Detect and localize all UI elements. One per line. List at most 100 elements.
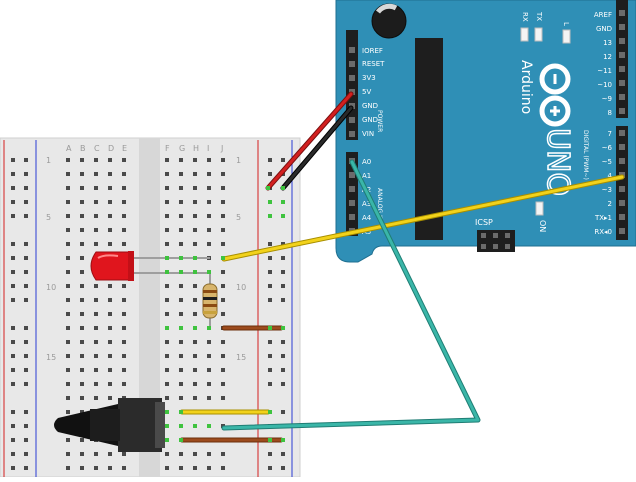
breadboard-hole xyxy=(193,466,197,470)
digital-header-bottom xyxy=(616,126,628,240)
breadboard-hole xyxy=(179,466,183,470)
breadboard-hole xyxy=(207,158,211,162)
breadboard-hole xyxy=(94,312,98,316)
breadboard-hole xyxy=(122,298,126,302)
rail-hole xyxy=(281,466,285,470)
rail-hole xyxy=(24,242,28,246)
breadboard-hole xyxy=(66,158,70,162)
breadboard-hole xyxy=(80,368,84,372)
potentiometer-body xyxy=(118,398,162,452)
arduino-brand: Arduino xyxy=(518,60,534,114)
breadboard-hole xyxy=(66,326,70,330)
breadboard-hole xyxy=(80,354,84,358)
on-led xyxy=(535,201,544,216)
wires xyxy=(179,91,625,443)
breadboard-hole xyxy=(193,312,197,316)
rail-hole xyxy=(24,172,28,176)
connected-hole xyxy=(281,200,285,204)
breadboard-hole xyxy=(108,242,112,246)
rail-hole xyxy=(268,340,272,344)
digital-pin-label: 8 xyxy=(608,109,612,117)
digital-pin-label: 12 xyxy=(603,53,612,61)
uno-model: UNO xyxy=(540,128,575,196)
breadboard-hole xyxy=(165,396,169,400)
rail-hole xyxy=(268,270,272,274)
breadboard-hole xyxy=(66,200,70,204)
rail-hole xyxy=(281,452,285,456)
header-pin xyxy=(349,200,355,206)
breadboard-hole xyxy=(193,340,197,344)
column-letter: A xyxy=(66,144,72,153)
breadboard-hole xyxy=(207,200,211,204)
potentiometer-side xyxy=(155,402,165,448)
breadboard-hole xyxy=(165,354,169,358)
rail-hole xyxy=(24,354,28,358)
row-number: 1 xyxy=(236,156,241,165)
rail-hole xyxy=(11,158,15,162)
breadboard-hole xyxy=(193,228,197,232)
breadboard-hole xyxy=(179,354,183,358)
row-number: 10 xyxy=(236,283,246,292)
rail-hole xyxy=(268,368,272,372)
breadboard-hole xyxy=(179,452,183,456)
rail-hole xyxy=(11,172,15,176)
column-letters-right: F G H I J xyxy=(165,144,223,153)
breadboard-hole xyxy=(66,186,70,190)
rail-hole xyxy=(11,466,15,470)
connected-hole xyxy=(281,438,285,442)
connected-hole xyxy=(268,410,272,414)
breadboard-hole xyxy=(66,452,70,456)
breadboard-hole xyxy=(179,186,183,190)
column-letter: D xyxy=(108,144,114,153)
breadboard-hole xyxy=(207,228,211,232)
column-letter: C xyxy=(94,144,100,153)
breadboard-hole xyxy=(165,284,169,288)
breadboard-hole xyxy=(193,158,197,162)
led-highlight xyxy=(97,254,119,259)
breadboard-hole xyxy=(80,214,84,218)
breadboard-hole xyxy=(193,242,197,246)
breadboard-hole xyxy=(122,452,126,456)
breadboard-hole xyxy=(207,368,211,372)
breadboard-hole xyxy=(108,158,112,162)
breadboard-hole xyxy=(108,298,112,302)
analog-header-label: ANALOG IN xyxy=(376,188,383,221)
tx-led xyxy=(534,27,543,42)
breadboard-hole xyxy=(80,172,84,176)
breadboard-hole xyxy=(80,284,84,288)
breadboard-hole xyxy=(94,242,98,246)
rail-hole xyxy=(24,200,28,204)
breadboard-hole xyxy=(80,200,84,204)
breadboard-hole xyxy=(94,228,98,232)
breadboard-hole xyxy=(80,438,84,442)
breadboard-hole xyxy=(66,382,70,386)
breadboard-hole xyxy=(207,452,211,456)
breadboard-hole xyxy=(94,354,98,358)
breadboard-hole xyxy=(94,214,98,218)
breadboard-hole xyxy=(122,228,126,232)
header-pin xyxy=(349,131,355,137)
connected-hole xyxy=(268,326,272,330)
rail-hole xyxy=(281,270,285,274)
breadboard-hole xyxy=(80,228,84,232)
breadboard-hole xyxy=(80,186,84,190)
rail-hole xyxy=(11,354,15,358)
connected-hole xyxy=(281,326,285,330)
arduino-logo xyxy=(539,63,571,127)
breadboard-hole xyxy=(94,326,98,330)
breadboard-hole xyxy=(221,200,225,204)
breadboard-hole xyxy=(108,466,112,470)
breadboard-hole xyxy=(80,298,84,302)
breadboard-hole xyxy=(66,228,70,232)
connected-hole xyxy=(281,186,285,190)
breadboard-hole xyxy=(94,340,98,344)
breadboard-hole xyxy=(207,396,211,400)
breadboard-hole xyxy=(108,326,112,330)
breadboard-hole xyxy=(179,242,183,246)
column-letter: F xyxy=(165,144,170,153)
connected-hole xyxy=(193,326,197,330)
connected-hole xyxy=(165,256,169,260)
breadboard-hole xyxy=(207,172,211,176)
rail-hole xyxy=(11,298,15,302)
power-header xyxy=(346,30,358,140)
